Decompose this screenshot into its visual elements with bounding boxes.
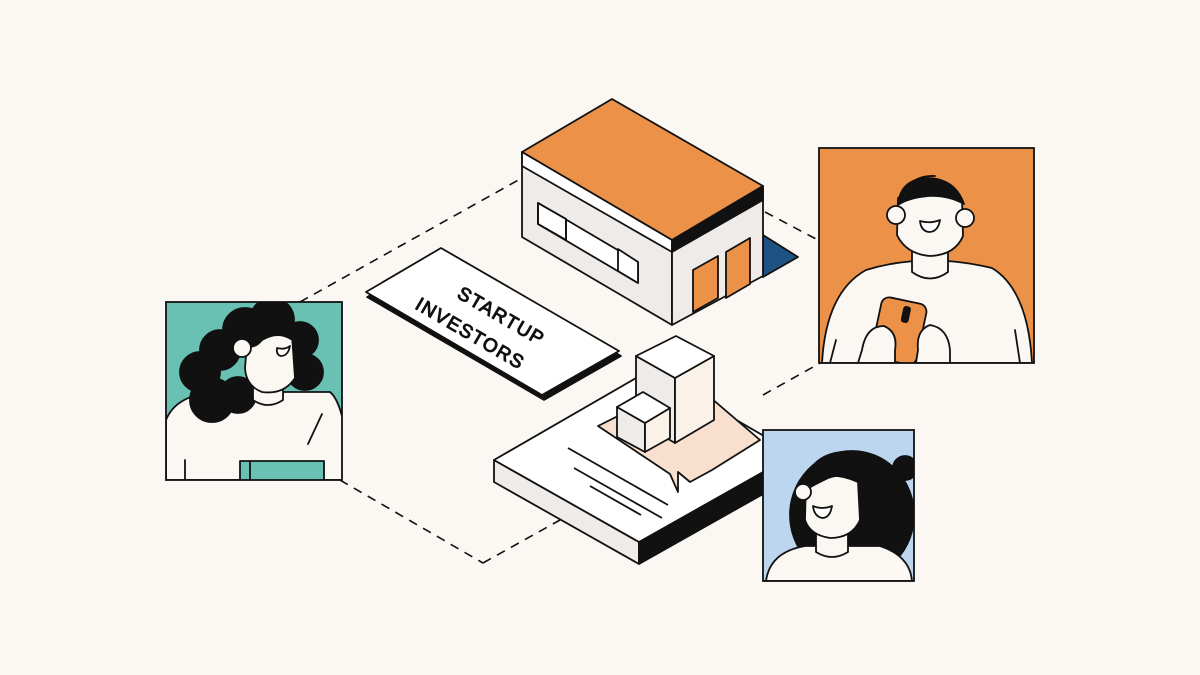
document-with-boxes-icon	[493, 335, 796, 565]
portrait-woman-blue	[762, 429, 915, 582]
portrait-man-orange	[818, 147, 1035, 364]
connector-bottom	[482, 519, 561, 564]
connector-right-top	[764, 211, 819, 241]
connector-right-bottom	[762, 361, 823, 396]
connector-left-top	[299, 177, 523, 303]
portrait-woman-teal	[165, 301, 343, 481]
dashed-connectors	[299, 177, 823, 564]
office-building-icon	[521, 98, 799, 326]
doc-line-1	[567, 447, 669, 506]
doc-line-3	[589, 485, 642, 516]
connector-left-bottom	[339, 479, 484, 564]
doc-line-2	[573, 467, 663, 519]
